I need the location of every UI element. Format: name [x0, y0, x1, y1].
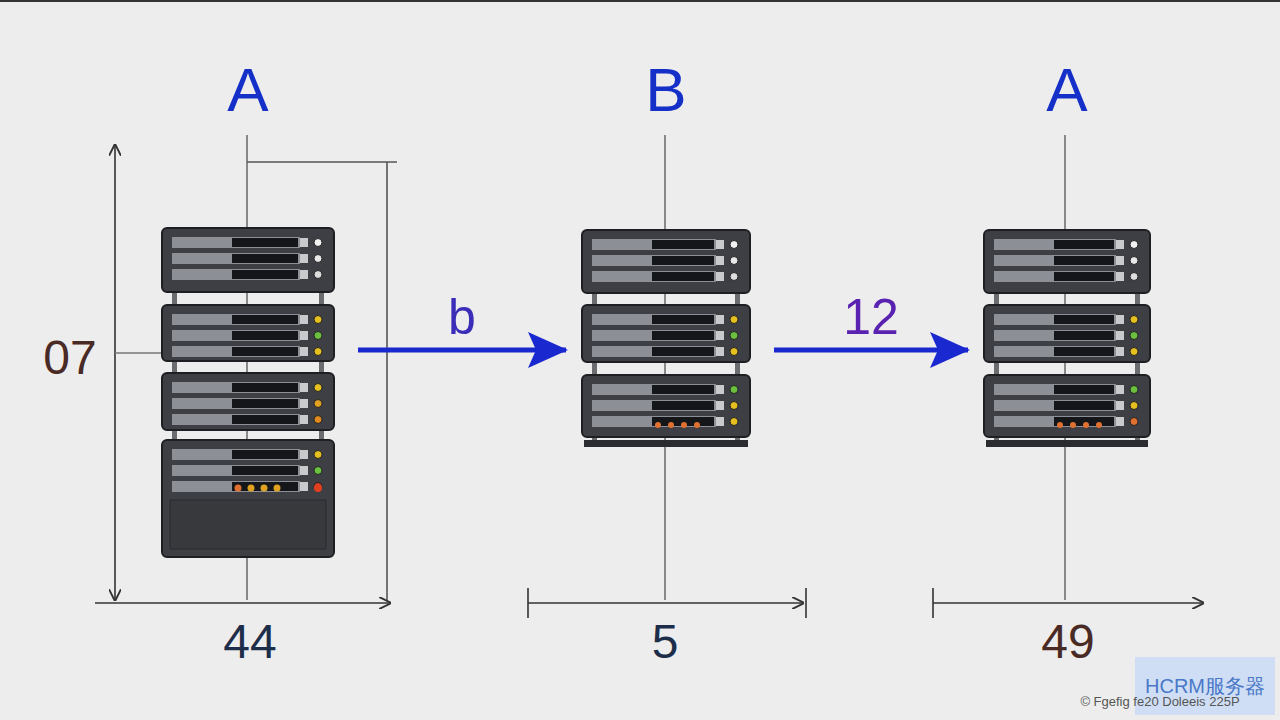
flow-arrow: [358, 348, 566, 353]
stack-base: [584, 440, 748, 447]
server-unit: [162, 228, 334, 292]
width-dimension: [528, 602, 803, 604]
axis-line: [664, 135, 666, 600]
stack-heading: A: [160, 55, 336, 125]
server-stack: A: [160, 55, 336, 560]
server-stack: A: [982, 55, 1152, 450]
width-dimension: [933, 602, 1203, 604]
stack-heading: B: [580, 55, 752, 125]
width-dimension: [95, 602, 390, 604]
tick-line: [805, 588, 807, 618]
server-illustration: [982, 230, 1152, 450]
server-unit: [984, 230, 1150, 293]
bracket-line: [247, 161, 397, 163]
tick-line: [932, 588, 934, 618]
copyright-note: © Fgefig fe20 Doleeis 225P: [1080, 695, 1239, 708]
dimension-value: 07: [43, 334, 96, 382]
top-edge: [0, 0, 1280, 2]
server-unit: [582, 305, 750, 362]
stack-base: [986, 440, 1148, 447]
server-unit: [582, 230, 750, 293]
server-unit: [162, 305, 334, 361]
dimension-value: 49: [1041, 618, 1094, 666]
arrow-label: b: [448, 292, 476, 342]
tick-line: [527, 588, 529, 618]
stack-heading: A: [982, 55, 1152, 125]
arrow-label: 12: [843, 292, 899, 342]
server-unit: [162, 440, 334, 557]
server-unit: [162, 373, 334, 430]
tick-line: [115, 352, 165, 354]
server-unit: [984, 375, 1150, 437]
server-illustration: [160, 228, 336, 560]
server-unit: [582, 375, 750, 437]
axis-line: [1064, 135, 1066, 600]
height-dimension: [114, 145, 116, 600]
server-unit: [984, 305, 1150, 362]
dimension-value: 5: [652, 618, 679, 666]
server-stack: B: [580, 55, 752, 450]
server-illustration: [580, 230, 752, 450]
dimension-value: 44: [223, 618, 276, 666]
bracket-line: [386, 162, 388, 600]
watermark: HCRM服务器: [1145, 676, 1265, 696]
flow-arrow: [774, 348, 968, 353]
